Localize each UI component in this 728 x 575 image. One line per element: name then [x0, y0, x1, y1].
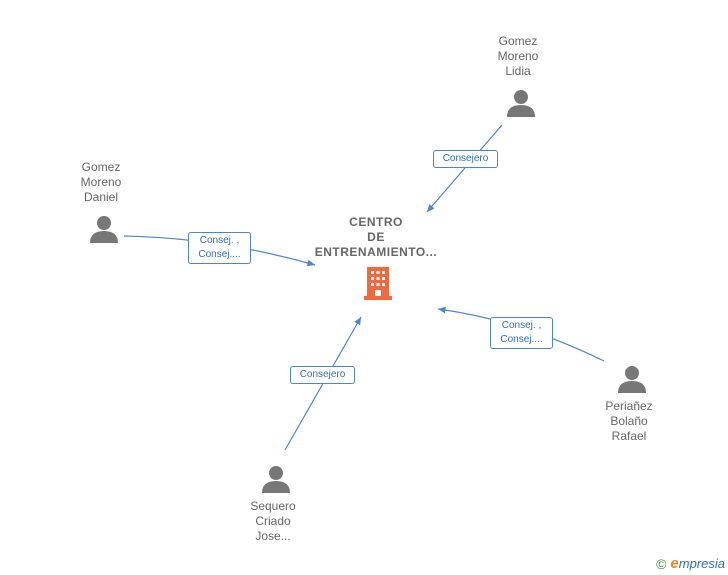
company-label[interactable]: CENTRO DE ENTRENAMIENTO...	[296, 215, 456, 260]
edge-label-daniel[interactable]: Consej. , Consej....	[188, 232, 251, 264]
person-icon[interactable]	[90, 216, 118, 243]
company-label-line: DE	[367, 230, 385, 244]
footer-brand[interactable]: © e mpresia	[656, 555, 725, 572]
person-label-line: Criado	[255, 514, 291, 528]
building-icon[interactable]	[364, 267, 392, 300]
person-label-line: Bolaño	[610, 414, 648, 428]
edge-label-line: Consejero	[299, 369, 346, 380]
person-label-lidia[interactable]: Gomez Moreno Lidia	[478, 34, 558, 79]
edge-label-jose[interactable]: Consejero	[290, 366, 355, 384]
person-label-line: Moreno	[80, 175, 122, 189]
person-label-line: Sequero	[250, 499, 296, 513]
person-label-line: Gomez	[81, 160, 121, 174]
person-label-line: Jose...	[255, 529, 291, 543]
person-icon[interactable]	[618, 366, 646, 393]
person-label-line: Daniel	[83, 190, 119, 204]
brand-logo-text: mpresia	[678, 556, 725, 571]
brand-logo-initial: e	[670, 555, 679, 572]
edge-label-line: Consej. ,	[501, 320, 542, 331]
person-label-line: Periañez	[605, 399, 653, 413]
person-label-line: Rafael	[611, 429, 647, 443]
company-label-line: ENTRENAMIENTO...	[314, 245, 438, 259]
edge-label-rafael[interactable]: Consej. , Consej....	[490, 317, 553, 349]
edge-label-line: Consej. ,	[199, 235, 240, 246]
person-icon[interactable]	[262, 466, 290, 493]
edge-label-line: Consejero	[442, 153, 489, 164]
person-label-jose[interactable]: Sequero Criado Jose...	[233, 499, 313, 544]
edge-label-line: Consej....	[198, 249, 241, 260]
person-icon[interactable]	[507, 90, 535, 117]
person-label-daniel[interactable]: Gomez Moreno Daniel	[61, 160, 141, 205]
edge-label-lidia[interactable]: Consejero	[433, 150, 498, 168]
person-label-line: Gomez	[498, 34, 538, 48]
edge-line-lidia	[426, 124, 503, 213]
person-label-line: Moreno	[497, 49, 539, 63]
edge-label-line: Consej....	[500, 334, 543, 345]
person-label-rafael[interactable]: Periañez Bolaño Rafael	[589, 399, 669, 444]
person-label-line: Lidia	[505, 64, 531, 78]
company-label-line: CENTRO	[349, 215, 403, 229]
copyright-icon: ©	[656, 555, 667, 572]
